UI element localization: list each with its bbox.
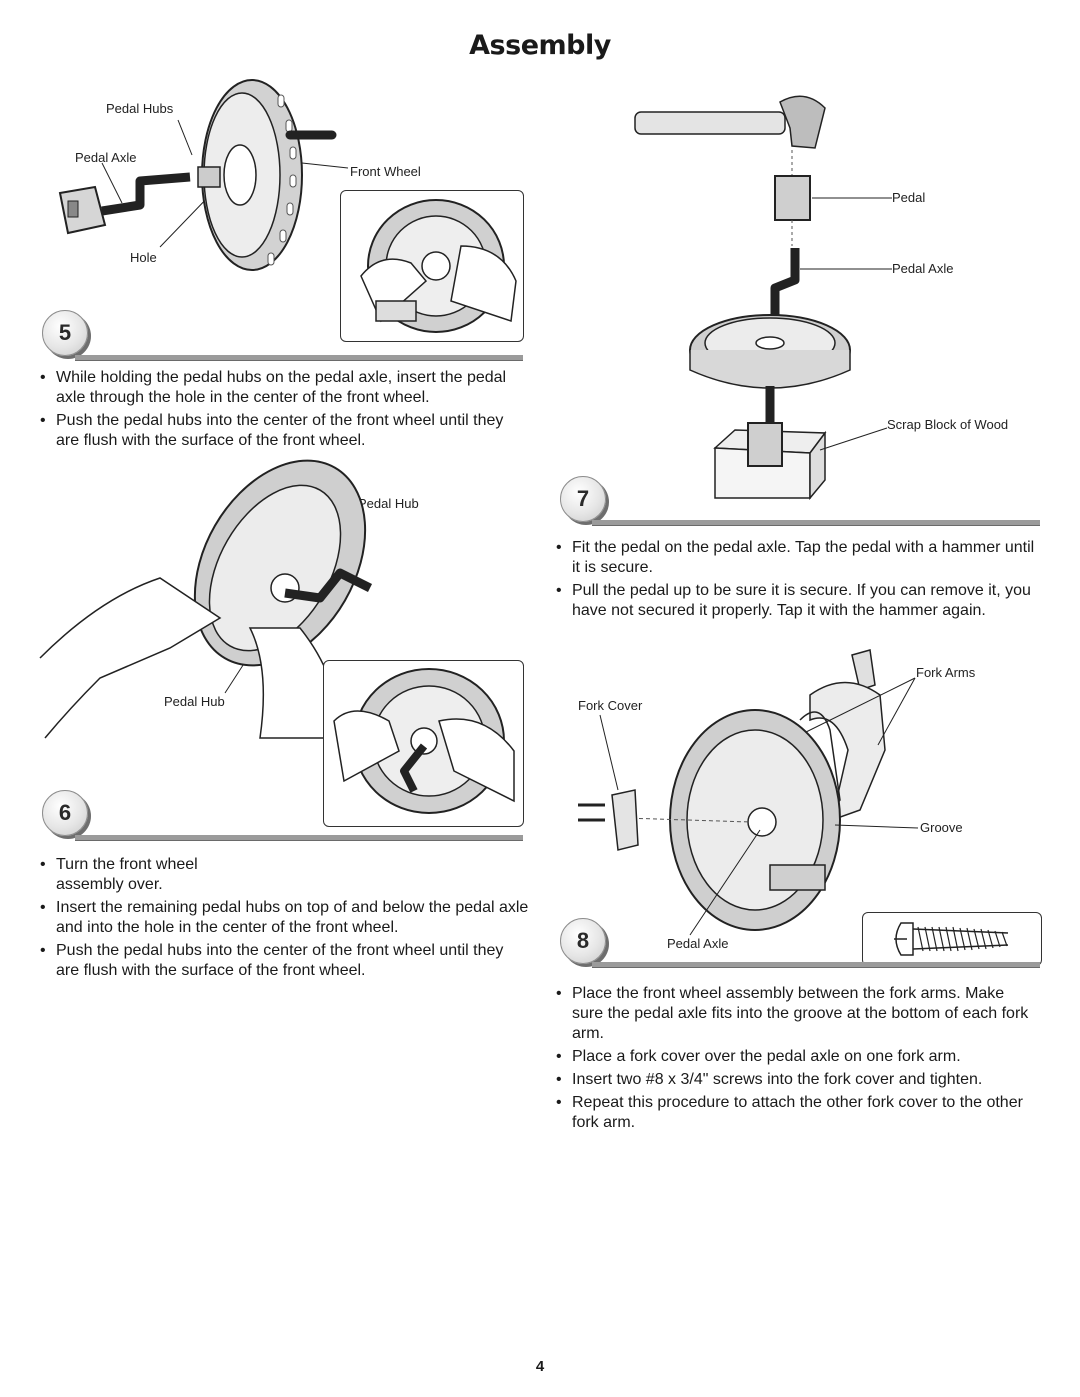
step-8-instructions: Place the front wheel assembly between t… xyxy=(556,984,1036,1136)
step-6-divider xyxy=(75,835,523,841)
label-front-wheel: Front Wheel xyxy=(350,164,421,179)
label-hole: Hole xyxy=(130,250,157,265)
step-5-instructions: While holding the pedal hubs on the peda… xyxy=(40,368,530,454)
step-5-divider xyxy=(75,355,523,361)
label-pedal: Pedal xyxy=(892,190,926,205)
step8-illustration xyxy=(578,649,919,936)
step-7-divider xyxy=(592,520,1040,526)
step-8-divider xyxy=(592,962,1040,968)
step-8-badge: 8 xyxy=(560,918,606,964)
step-5-badge: 5 xyxy=(42,310,88,356)
step-7-bullet: Pull the pedal up to be sure it is secur… xyxy=(556,581,1036,621)
label-pedal-hub-top: Pedal Hub xyxy=(358,496,419,511)
step7-illustration xyxy=(634,95,892,501)
step-6-badge: 6 xyxy=(42,790,88,836)
step-8-bullet: Repeat this procedure to attach the othe… xyxy=(556,1093,1036,1133)
screw-callout xyxy=(862,912,1042,966)
step-6-bullet: Push the pedal hubs into the center of t… xyxy=(40,941,530,981)
label-pedal-axle: Pedal Axle xyxy=(75,150,137,165)
label-fork-cover: Fork Cover xyxy=(578,698,643,713)
step6-inset-illustration xyxy=(323,660,524,827)
step-7-badge: 7 xyxy=(560,476,606,522)
step-7-instructions: Fit the pedal on the pedal axle. Tap the… xyxy=(556,538,1036,624)
label-pedal-axle-step8: Pedal Axle xyxy=(667,936,729,951)
step-5-bullet: Push the pedal hubs into the center of t… xyxy=(40,411,530,451)
label-pedal-axle-step7: Pedal Axle xyxy=(892,261,954,276)
step-6-bullet: Insert the remaining pedal hubs on top o… xyxy=(40,898,530,938)
step-8-bullet: Insert two #8 x 3/4" screws into the for… xyxy=(556,1070,1036,1090)
page-number: 4 xyxy=(535,1358,545,1375)
step5-inset-illustration xyxy=(340,190,524,342)
step-6-instructions: Turn the front wheel assembly over. Inse… xyxy=(40,855,530,984)
screw-icon xyxy=(894,922,1009,956)
step6-main-illustration xyxy=(39,459,373,739)
step-7-bullet: Fit the pedal on the pedal axle. Tap the… xyxy=(556,538,1036,578)
step-8-bullet: Place the front wheel assembly between t… xyxy=(556,984,1036,1044)
label-groove: Groove xyxy=(920,820,963,835)
label-fork-arms: Fork Arms xyxy=(916,665,976,680)
page-title: Assembly xyxy=(469,30,611,61)
label-pedal-hubs: Pedal Hubs xyxy=(106,101,174,116)
label-scrap-block: Scrap Block of Wood xyxy=(887,417,1009,432)
step-5-bullet: While holding the pedal hubs on the peda… xyxy=(40,368,530,408)
step-6-bullet: Turn the front wheel assembly over. xyxy=(40,855,236,895)
label-pedal-hub-bottom: Pedal Hub xyxy=(164,694,225,709)
step-8-bullet: Place a fork cover over the pedal axle o… xyxy=(556,1047,1036,1067)
step5-exploded-illustration xyxy=(58,79,349,271)
